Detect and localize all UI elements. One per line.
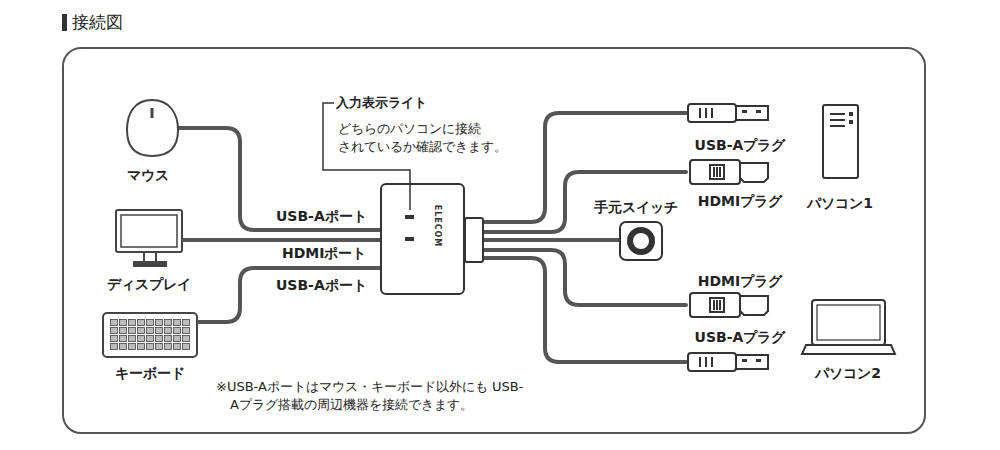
mouse-node: マウス	[118, 98, 178, 184]
cable	[194, 238, 380, 242]
usb-plug-icon	[688, 104, 768, 122]
title-bar	[62, 14, 67, 31]
device-label: パソコン1	[807, 194, 873, 212]
display-icon	[116, 210, 194, 266]
hdmi-plug-node: HDMIプラグ	[686, 272, 794, 320]
note-text: ※USB-Aポートはマウス・キーボード以外にも USB-Aプラグ搭載の周辺機器を…	[216, 378, 560, 414]
usb-plug-icon	[688, 353, 768, 371]
hand-switch-node: 手元スイッチ	[588, 198, 684, 264]
pc-node: パソコン2	[796, 296, 900, 382]
frame	[63, 48, 925, 433]
display-node: ディスプレイ	[104, 205, 194, 293]
port-label: USB-Aポート	[274, 207, 369, 225]
usb-plug-node: USB-Aプラグ	[686, 328, 794, 374]
mouse-icon	[127, 100, 178, 156]
port-label: HDMIポート	[280, 244, 368, 262]
cable	[202, 268, 380, 322]
device-label: USB-Aプラグ	[695, 136, 786, 154]
pc-node: パソコン1	[800, 100, 880, 212]
tower-pc-icon	[823, 105, 858, 178]
device-label: ディスプレイ	[107, 275, 191, 293]
hdmi-plug-icon	[690, 293, 768, 317]
switch-box: ELECOM	[380, 183, 465, 295]
keyboard-node: キーボード	[98, 308, 202, 382]
brand-text: ELECOM	[432, 205, 442, 248]
device-label: パソコン2	[815, 364, 881, 382]
device-label: USB-Aプラグ	[695, 328, 786, 346]
device-label: マウス	[127, 166, 169, 184]
hdmi-plug-icon	[690, 160, 768, 184]
callout-text: どちらのパソコンに接続 されているか確認できます。	[338, 120, 538, 156]
keyboard-icon	[103, 313, 202, 357]
callout-title: 入力表示ライト	[336, 94, 427, 112]
diagram-title: 接続図	[72, 11, 123, 33]
laptop-pc-icon	[802, 300, 895, 354]
device-label: 手元スイッチ	[594, 198, 678, 216]
port-label: USB-Aポート	[274, 276, 369, 294]
device-label: HDMIプラグ	[698, 272, 782, 290]
device-label: キーボード	[115, 364, 185, 382]
hand-switch-icon	[588, 222, 662, 260]
usb-plug-node: USB-Aプラグ	[686, 100, 794, 154]
hdmi-plug-node: HDMIプラグ	[686, 158, 794, 210]
device-label: HDMIプラグ	[698, 192, 782, 210]
cable	[465, 258, 686, 362]
switch-box-art	[381, 184, 483, 294]
